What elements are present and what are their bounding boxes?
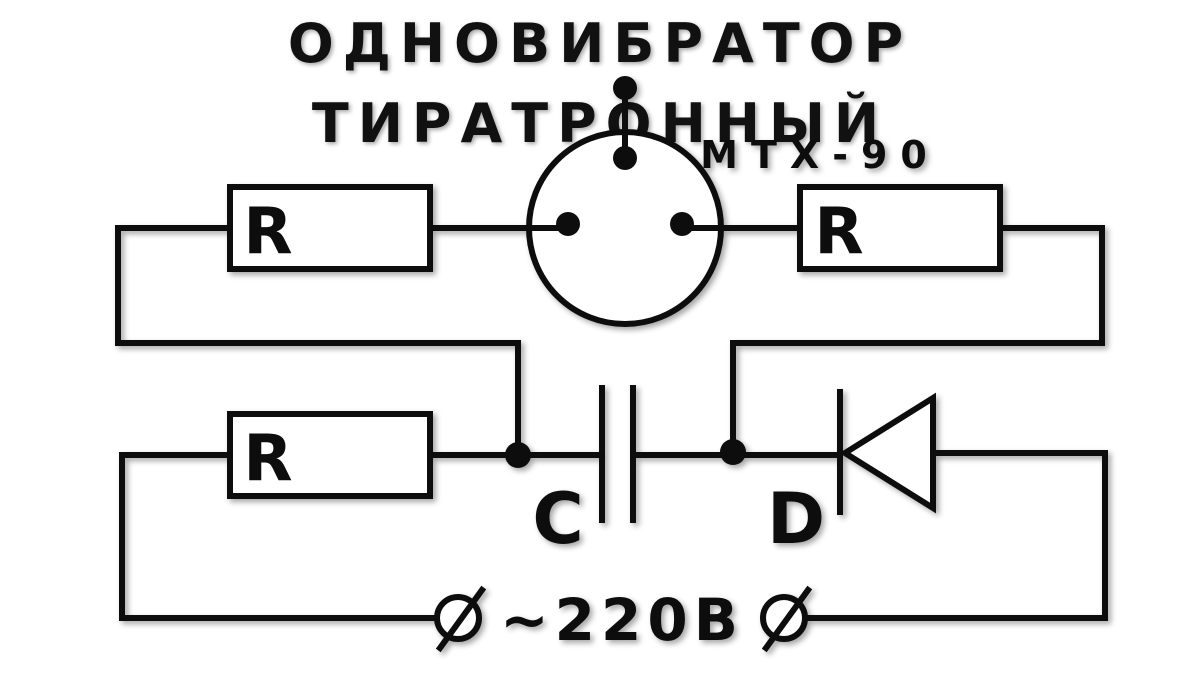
terminal-right-slash bbox=[761, 585, 813, 653]
resistor-top-left bbox=[227, 184, 433, 272]
resistor-top-right bbox=[797, 184, 1003, 272]
tube-right-electrode-dot bbox=[670, 212, 694, 236]
tube-model-label: МТХ-90 bbox=[700, 133, 940, 177]
page-title: ОДНОВИБРАТОР ТИРАТРОННЫЙ bbox=[287, 12, 913, 155]
tube-anode-dot bbox=[613, 146, 637, 170]
resistor-bottom-left bbox=[227, 411, 433, 499]
terminal-left-slash bbox=[435, 585, 487, 653]
junction-dot-left bbox=[505, 442, 531, 468]
resistor-label-top-left: R bbox=[243, 195, 292, 269]
supply-voltage-label: ~220В bbox=[500, 586, 744, 654]
wire-bottom-loop bbox=[119, 452, 448, 621]
tube-left-electrode-dot bbox=[556, 212, 580, 236]
diode-label: D bbox=[767, 478, 825, 560]
diode-triangle bbox=[839, 392, 936, 514]
resistor-label-top-right: R bbox=[814, 195, 863, 269]
wire-top-left bbox=[115, 225, 521, 458]
resistor-label-bottom-left: R bbox=[243, 422, 292, 496]
tube-top-terminal-dot bbox=[613, 76, 637, 100]
capacitor-label: C bbox=[532, 478, 583, 560]
wire-top-right bbox=[730, 225, 1105, 458]
wire-diode-supply bbox=[782, 450, 1108, 621]
junction-dot-right bbox=[720, 439, 746, 465]
